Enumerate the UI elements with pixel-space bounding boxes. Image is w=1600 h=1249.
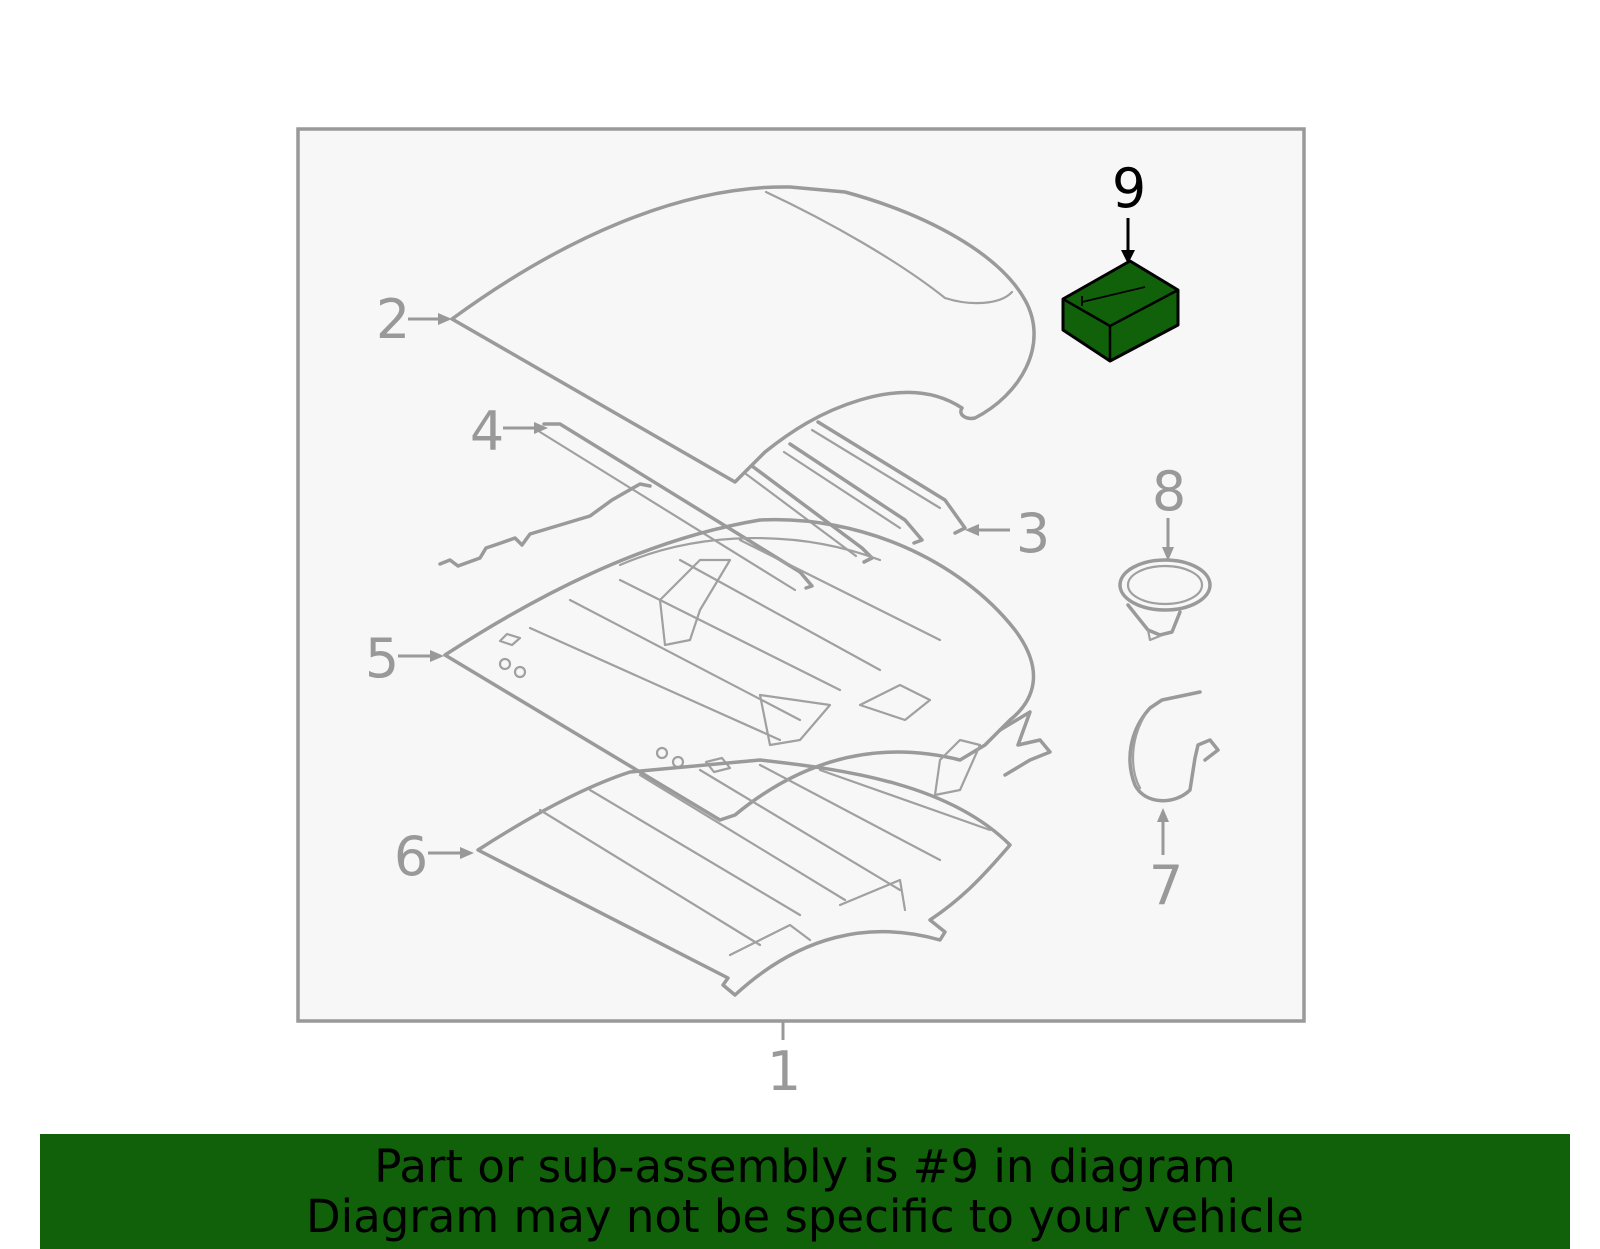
callout-8: 8: [1152, 460, 1186, 523]
callout-9: 9: [1112, 157, 1146, 220]
callout-6: 6: [394, 825, 428, 888]
part-3-weatherstrips: [744, 420, 967, 564]
callout-2: 2: [376, 288, 410, 351]
part-5-roof-frame: [443, 517, 1052, 822]
part-4-seal-strip: [438, 422, 814, 592]
part-2-roof-panel: [450, 185, 1036, 484]
leader-lines: [398, 218, 1174, 1040]
callout-4: 4: [470, 400, 504, 463]
part-6-headliner: [476, 758, 1012, 997]
callout-1: 1: [767, 1040, 801, 1103]
part-9-module: [1061, 259, 1180, 363]
banner-line-2: Diagram may not be specific to your vehi…: [306, 1190, 1304, 1243]
part-8-push-clip: [1118, 558, 1212, 642]
callout-3: 3: [1016, 502, 1050, 565]
callout-5: 5: [365, 627, 399, 690]
part-7-cable: [1128, 690, 1220, 803]
callout-7: 7: [1149, 854, 1183, 917]
banner-line-1: Part or sub-assembly is #9 in diagram: [374, 1140, 1236, 1193]
info-banner: Part or sub-assembly is #9 in diagram Di…: [40, 1134, 1570, 1249]
